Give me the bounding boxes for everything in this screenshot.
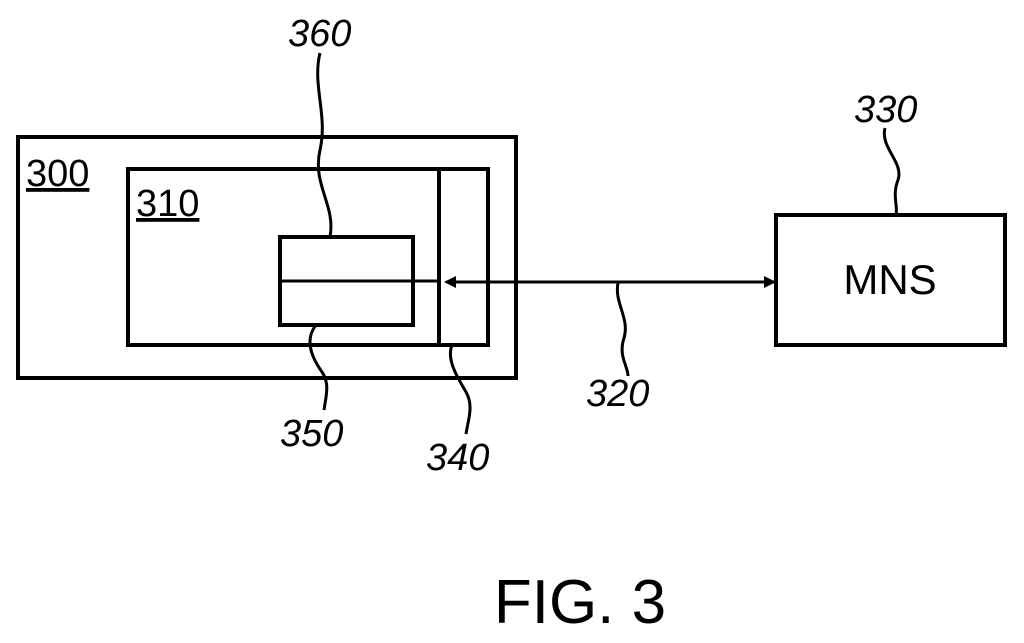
device-label: 300	[26, 153, 89, 195]
ref-350: 350	[280, 413, 343, 455]
figure-caption: FIG. 3	[494, 568, 666, 637]
leader-360	[318, 53, 331, 237]
device-box	[18, 137, 516, 378]
server-label: MNS	[843, 256, 936, 303]
leader-320	[617, 283, 628, 376]
leader-340	[450, 345, 470, 434]
ref-320: 320	[586, 373, 649, 415]
ref-360: 360	[288, 13, 351, 55]
ref-330: 330	[854, 89, 917, 131]
module-label: 310	[136, 183, 199, 225]
ref-340: 340	[426, 437, 489, 479]
leader-350	[310, 325, 327, 410]
leader-330	[884, 128, 899, 215]
